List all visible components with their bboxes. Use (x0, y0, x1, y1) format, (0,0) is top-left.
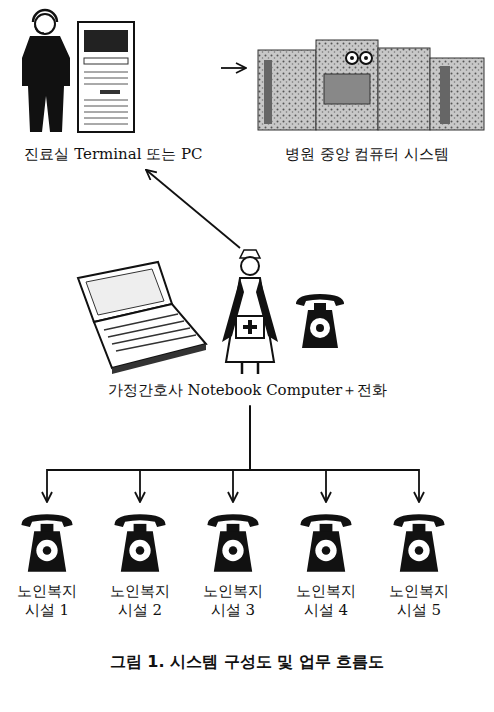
node-label: 병원 중앙 컴퓨터 시스템 (285, 145, 449, 164)
vent-lines (84, 72, 128, 124)
control-panel (324, 74, 370, 104)
reel-hub (350, 56, 354, 60)
telephone-icon (114, 514, 165, 572)
flow-arrow (140, 406, 250, 502)
node-label: 노인복지 시설 3 (197, 582, 269, 620)
facility-node: 노인복지 시설 2 (96, 502, 184, 626)
tower-screen (84, 30, 128, 52)
flow-arrow (146, 170, 240, 248)
facility-node: 노인복지 시설 4 (282, 502, 370, 626)
system-node: 가정간호사 Notebook Computer＋전화 (55, 248, 440, 406)
cabinet (378, 48, 430, 130)
flow-arrow (250, 406, 326, 502)
telephone-icon (296, 294, 344, 348)
cabinet (258, 50, 316, 130)
tower-case (78, 22, 134, 132)
tape-reel (346, 52, 358, 64)
legs (242, 362, 258, 374)
cabinet-band (264, 60, 272, 124)
doctor-figure (22, 10, 70, 132)
facility-node: 노인복지 시설 5 (375, 502, 463, 626)
telephone-icon (393, 514, 444, 572)
system-node: 진료실 Terminal 또는 PC (6, 4, 221, 170)
drive-bay (84, 58, 128, 64)
head (35, 14, 55, 34)
telephone-icon (300, 514, 351, 572)
laptop (78, 262, 206, 374)
figure-caption: 그림 1. 시스템 구성도 및 업무 흐름도 (0, 652, 494, 673)
tape-reel (360, 52, 372, 64)
cabinet (316, 40, 378, 130)
node-label: 노인복지 시설 5 (383, 582, 455, 620)
reel-hub (364, 56, 368, 60)
facility-node: 노인복지 시설 3 (189, 502, 277, 626)
medical-bag (236, 316, 264, 338)
cabinet-band (440, 66, 450, 124)
node-label: 가정간호사 Notebook Computer＋전화 (108, 381, 387, 400)
flow-arrow (250, 406, 419, 502)
mouthpiece (35, 26, 44, 33)
flow-arrow (47, 406, 250, 502)
drive-slot (100, 90, 120, 94)
keyboard-rows (104, 314, 196, 351)
body-silhouette (22, 36, 70, 132)
telephone-icon (207, 514, 258, 572)
head (241, 257, 259, 275)
node-label: 노인복지 시설 4 (290, 582, 362, 620)
node-label: 진료실 Terminal 또는 PC (24, 145, 202, 164)
nurse-figure (222, 250, 278, 374)
facility-node: 노인복지 시설 1 (3, 502, 91, 626)
system-node: 병원 중앙 컴퓨터 시스템 (246, 4, 488, 170)
laptop-edge (112, 344, 206, 374)
node-label: 노인복지 시설 1 (11, 582, 83, 620)
node-label: 노인복지 시설 2 (104, 582, 176, 620)
telephone-icon (21, 514, 72, 572)
flow-arrow (221, 67, 246, 69)
mainframe (258, 40, 484, 130)
pc-tower (78, 22, 134, 132)
cabinet (430, 58, 484, 130)
bag-cross (243, 325, 257, 329)
flow-arrow (233, 406, 250, 502)
